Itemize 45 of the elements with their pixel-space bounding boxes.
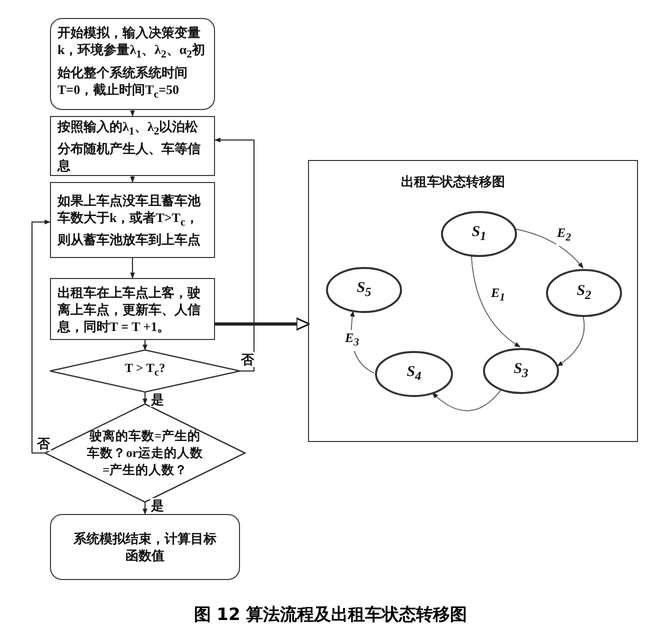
state-ellipse [546,269,622,317]
state-label: S$_{1}$ [472,224,486,244]
state-label: S$_{4}$ [406,364,422,384]
state-ellipse [441,211,517,257]
process-box [50,182,215,258]
node-text: T > T$_{c}$? [124,360,166,381]
arrow [142,502,148,515]
arrow [556,316,585,366]
decision-diamond [50,350,240,392]
arrow [470,255,520,348]
edge-label: 是 [150,392,165,407]
state-ellipse [483,348,559,394]
edge-label: 否 [36,436,51,451]
edge-label: E$_{3}$ [344,330,360,351]
state-label: S$_{2}$ [576,282,592,304]
arrow [432,389,502,412]
arrow [142,392,148,405]
node-text: 出租车在上车点上客，驶离上车点，更新车、人信息，同时T = T +1。 [58,284,202,334]
terminal-box [50,514,240,580]
state-label: S$_{5}$ [356,280,372,300]
node-text: 系统模拟结束，计算目标函数值 [72,530,218,564]
hollow-arrow [215,317,310,331]
panel-title: 出租车状态转移图 [401,173,505,190]
arrow [130,258,135,279]
state-ellipse [375,351,453,397]
arrow [130,176,135,183]
edge-label: 否 [240,352,255,367]
node-text: 按照输入的λ$_{1}$、λ$_{2}$以泊松分布随机产生人、车等信息 [58,118,202,174]
state-ellipse [326,267,402,313]
state-label: S$_{3}$ [514,360,528,382]
edge-label: 是 [150,498,165,513]
arrow [514,228,584,268]
process-box [50,116,215,176]
terminal-box [50,18,215,110]
node-text: 如果上车点没车且蓄车池车数大于k，或者T>T$_{c}$，则从蓄车池放车到上车点 [58,192,202,248]
process-box [50,278,215,340]
arrow [350,310,374,374]
node-text: 驶离的车数=产生的车数？or运走的人数=产生的人数？ [86,428,204,478]
diagram-panel [308,160,638,442]
arrow [130,110,135,117]
node-text: 开始模拟，输入决策变量k，环境参量λ$_{1}$、λ$_{2}$、α$_{2}$初始化整个系统系统时间T=0，截止时间T$_{c}$=50 [58,24,206,103]
arrow [32,220,51,454]
caption: 图 12 算法流程及出租车状态转移图 [194,605,468,625]
arrow [214,138,254,372]
arrow [142,340,148,351]
